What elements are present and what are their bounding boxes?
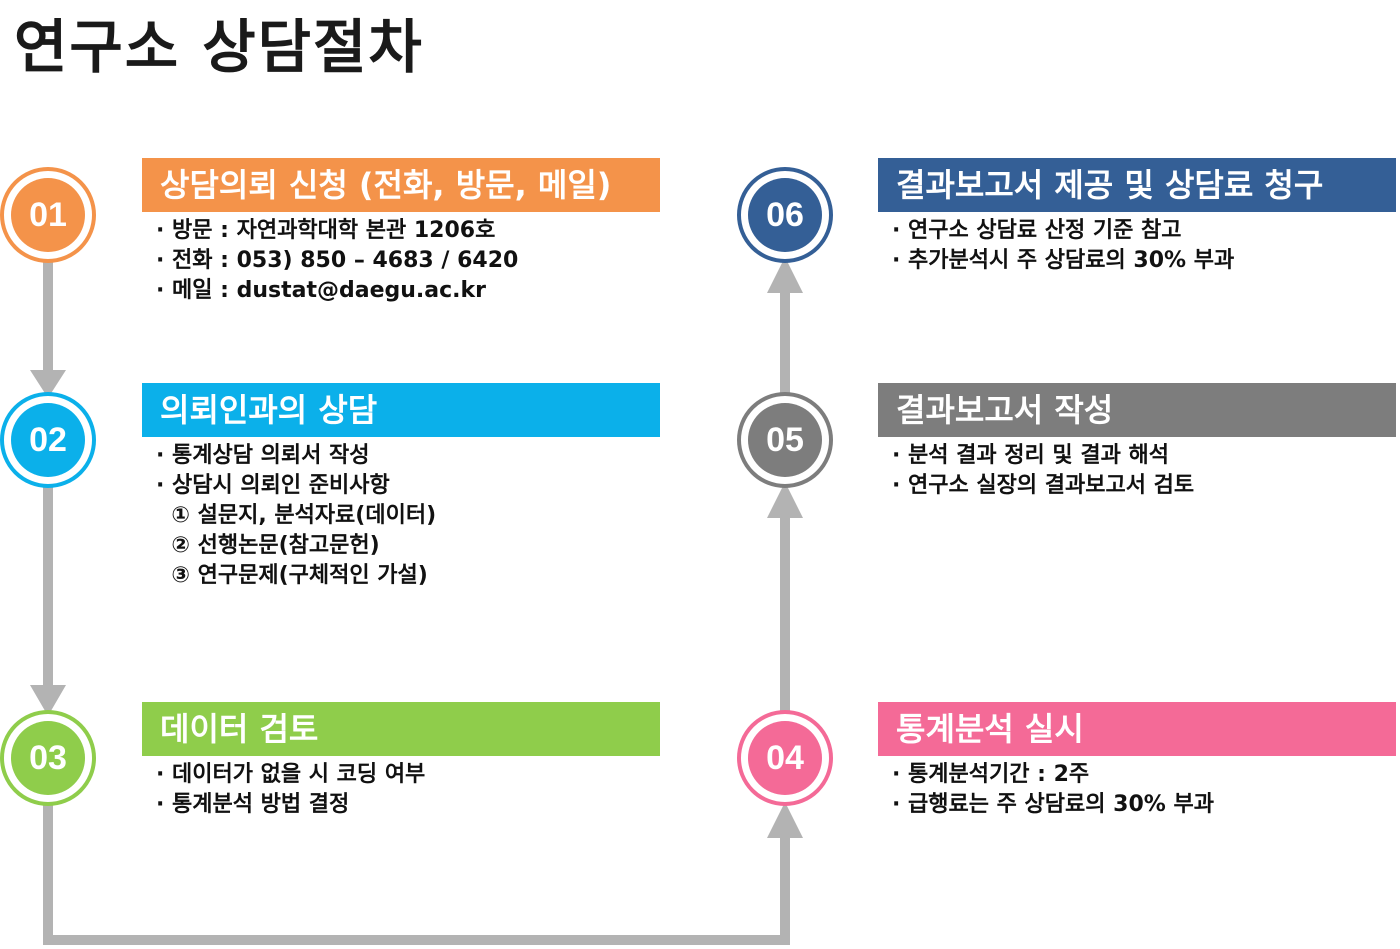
step-details: · 방문 : 자연과학대학 본관 1206호 · 전화 : 053) 850 – … bbox=[156, 216, 518, 306]
step-number: 06 bbox=[748, 178, 822, 252]
step-heading: 상담의뢰 신청 (전화, 방문, 메일) bbox=[142, 158, 660, 212]
arrow-up-icon bbox=[767, 802, 803, 838]
step-detail-line: · 통계상담 의뢰서 작성 bbox=[156, 443, 370, 468]
step-detail-line: · 데이터가 없을 시 코딩 여부 bbox=[156, 762, 426, 787]
step-number: 02 bbox=[11, 403, 85, 477]
arrow-down-icon bbox=[30, 685, 66, 716]
step-detail-line: · 방문 : 자연과학대학 본관 1206호 bbox=[156, 218, 496, 243]
arrow-up-icon bbox=[767, 257, 803, 293]
step-details: · 데이터가 없을 시 코딩 여부 · 통계분석 방법 결정 bbox=[156, 760, 425, 820]
step-number: 05 bbox=[748, 403, 822, 477]
step-detail-line: · 연구소 실장의 결과보고서 검토 bbox=[892, 473, 1195, 498]
step-detail-line: · 전화 : 053) 850 – 4683 / 6420 bbox=[156, 248, 519, 273]
step-detail-line: · 상담시 의뢰인 준비사항 bbox=[156, 473, 390, 498]
step-detail-line: · 메일 : dustat@daegu.ac.kr bbox=[156, 278, 487, 303]
step-details: · 통계분석기간 : 2주 · 급행료는 주 상담료의 30% 부과 bbox=[892, 760, 1214, 820]
page-title: 연구소 상담절차 bbox=[14, 13, 424, 81]
step-detail-line: ① 설문지, 분석자료(데이터) bbox=[156, 503, 437, 528]
step-heading: 의뢰인과의 상담 bbox=[142, 383, 660, 437]
step-detail-line: · 분석 결과 정리 및 결과 해석 bbox=[892, 443, 1169, 468]
step-heading: 데이터 검토 bbox=[142, 702, 660, 756]
step-number: 03 bbox=[11, 721, 85, 795]
step-number: 01 bbox=[11, 178, 85, 252]
step-detail-line: · 추가분석시 주 상담료의 30% 부과 bbox=[892, 248, 1235, 273]
step-detail-line: · 통계분석 방법 결정 bbox=[156, 792, 350, 817]
step-number-badge: 01 bbox=[0, 167, 96, 263]
step-details: · 분석 결과 정리 및 결과 해석 · 연구소 실장의 결과보고서 검토 bbox=[892, 441, 1194, 501]
step-number-badge: 06 bbox=[737, 167, 833, 263]
step-number-badge: 02 bbox=[0, 392, 96, 488]
step-detail-line: ② 선행논문(참고문헌) bbox=[156, 533, 380, 558]
arrow-up-icon bbox=[767, 482, 803, 518]
step-number-badge: 04 bbox=[737, 710, 833, 806]
step-number-badge: 03 bbox=[0, 710, 96, 806]
step-details: · 연구소 상담료 산정 기준 참고 · 추가분석시 주 상담료의 30% 부과 bbox=[892, 216, 1234, 276]
step-number-badge: 05 bbox=[737, 392, 833, 488]
step-heading: 통계분석 실시 bbox=[878, 702, 1396, 756]
step-heading: 결과보고서 제공 및 상담료 청구 bbox=[878, 158, 1396, 212]
step-details: · 통계상담 의뢰서 작성 · 상담시 의뢰인 준비사항 ① 설문지, 분석자료(… bbox=[156, 441, 436, 591]
step-detail-line: · 연구소 상담료 산정 기준 참고 bbox=[892, 218, 1182, 243]
step-detail-line: · 급행료는 주 상담료의 30% 부과 bbox=[892, 792, 1214, 817]
step-detail-line: ③ 연구문제(구체적인 가설) bbox=[156, 563, 428, 588]
arrow-down-icon bbox=[30, 370, 66, 398]
step-detail-line: · 통계분석기간 : 2주 bbox=[892, 762, 1090, 787]
step-heading: 결과보고서 작성 bbox=[878, 383, 1396, 437]
step-number: 04 bbox=[748, 721, 822, 795]
